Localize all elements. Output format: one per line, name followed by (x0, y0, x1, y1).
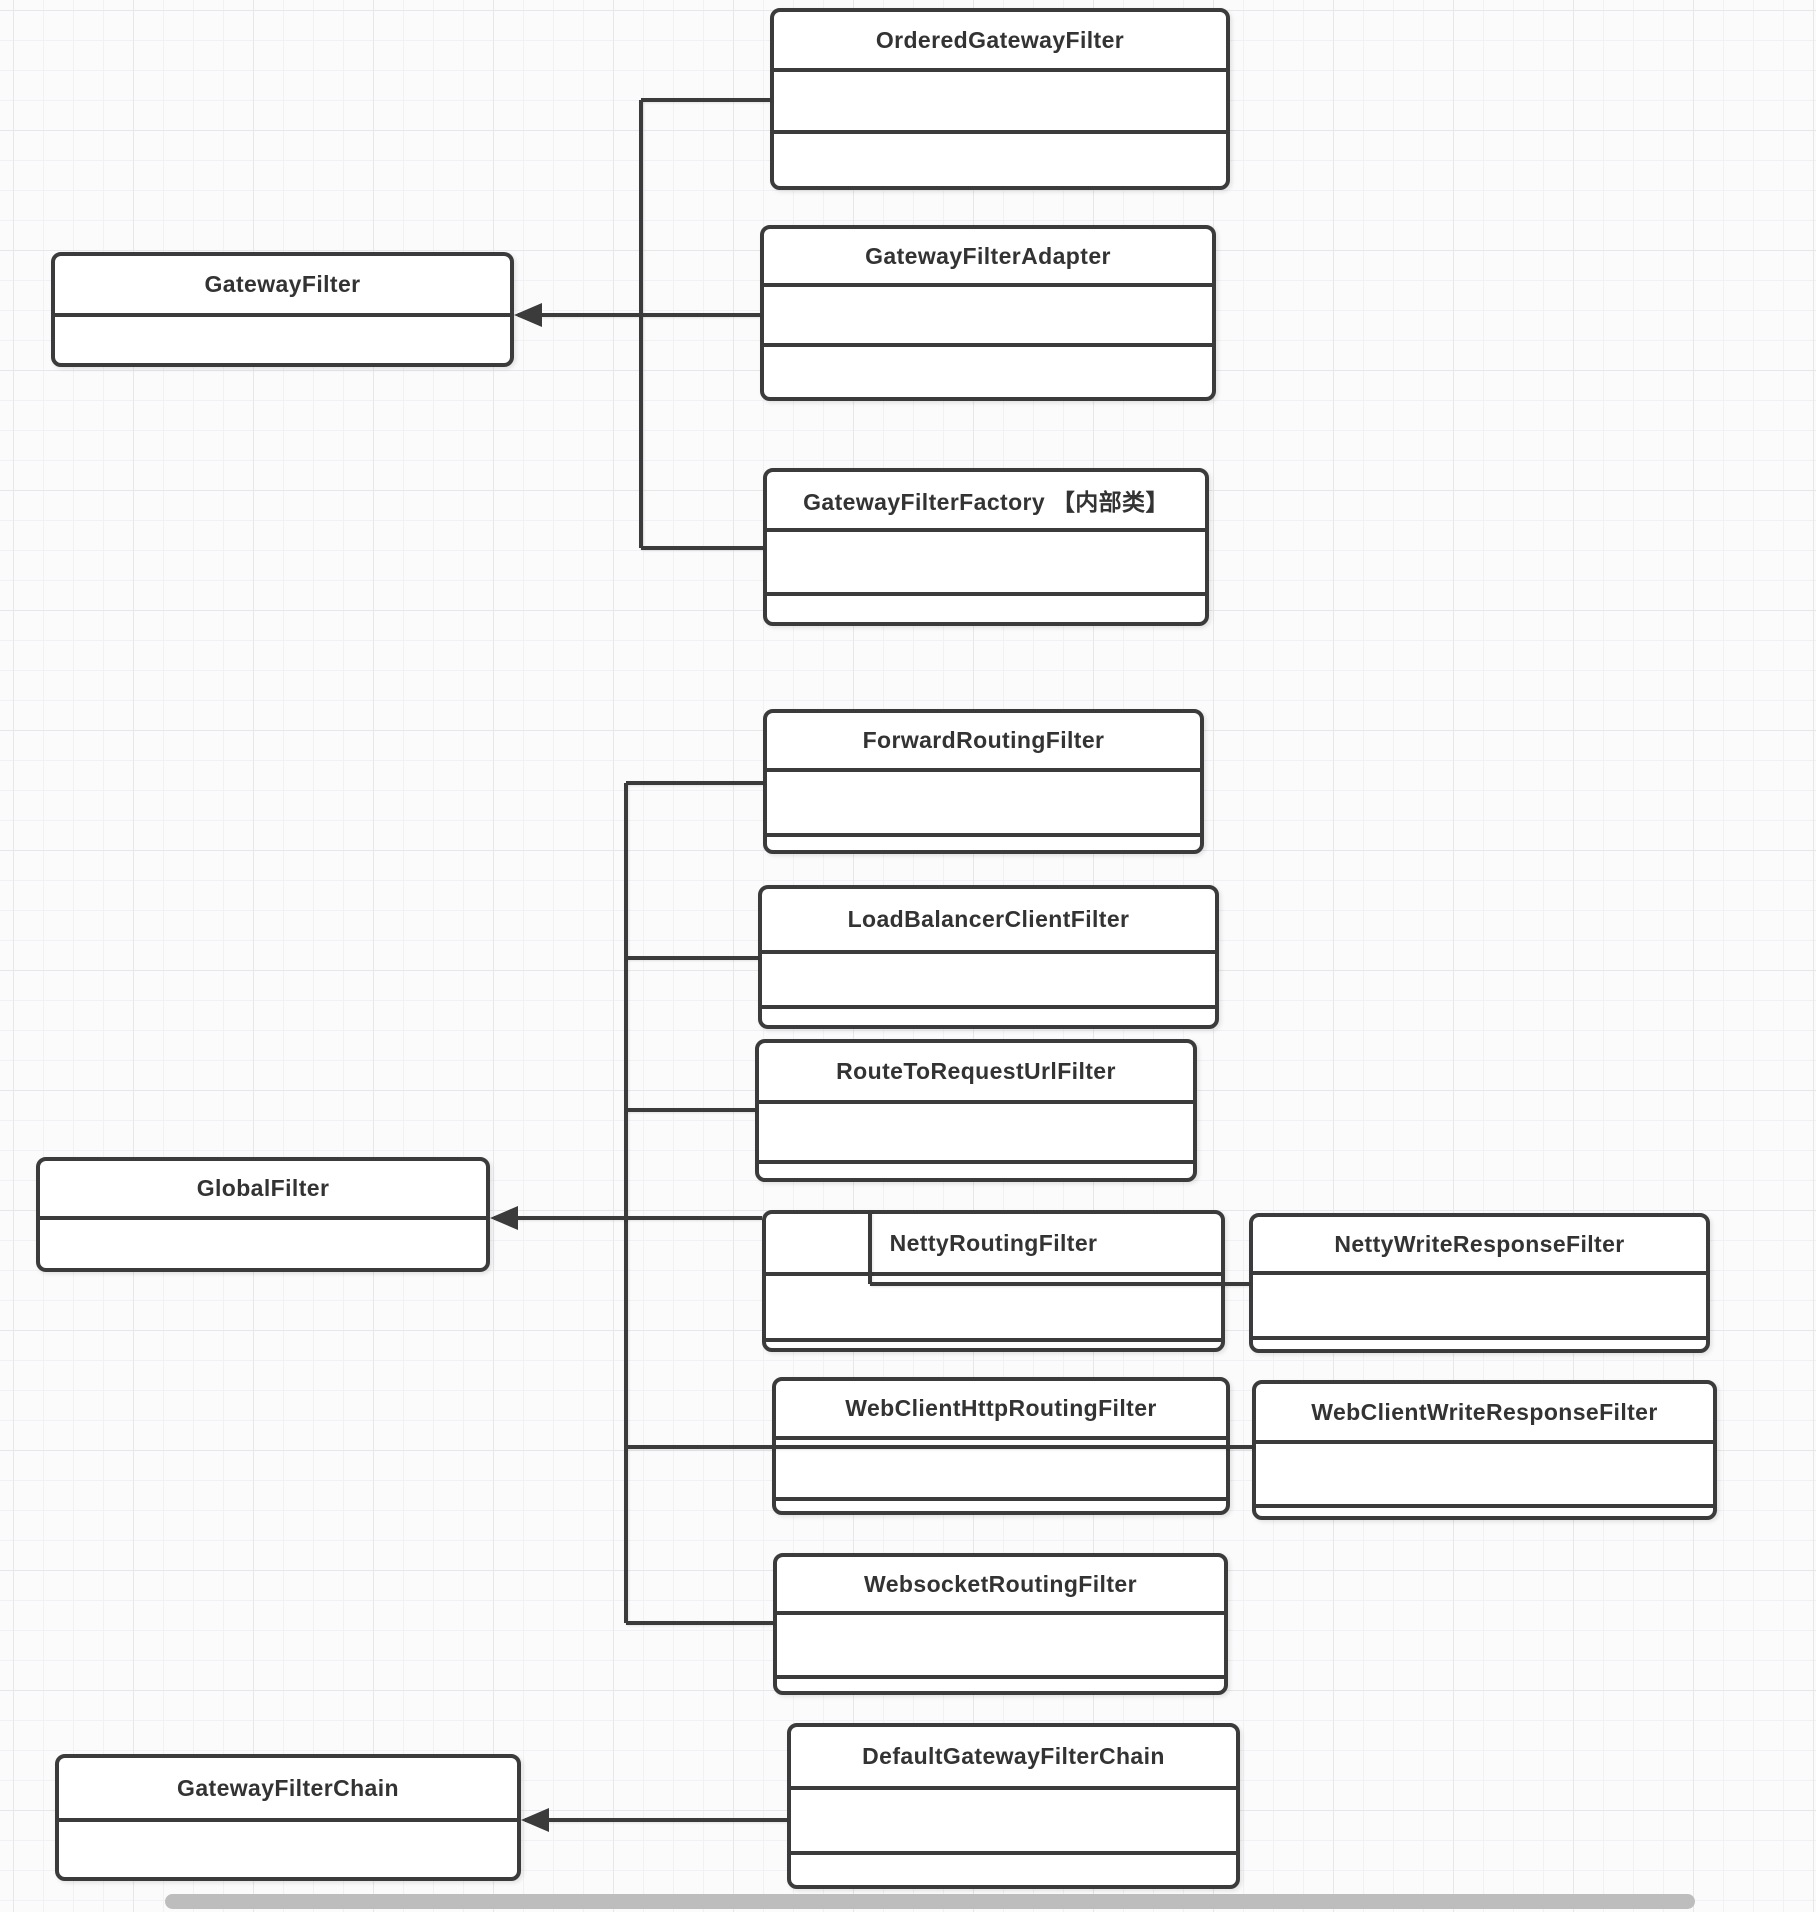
edge-arrow-to-globalfilter (494, 1216, 762, 1220)
edge-bracket-globalfilter-children (624, 783, 628, 1623)
compartment-divider (774, 68, 1226, 72)
compartment-divider (762, 1005, 1215, 1009)
class-box-gateway-filter[interactable]: GatewayFilter (51, 252, 514, 367)
class-box-netty-write-response-filter[interactable]: NettyWriteResponseFilter (1249, 1213, 1710, 1353)
edge-bracket-globalfilter-children (626, 1621, 773, 1625)
class-title-ordered-gateway-filter: OrderedGatewayFilter (875, 26, 1125, 53)
class-title-gateway-filter-chain: GatewayFilterChain (177, 1774, 399, 1801)
edge-bracket-gatewayfilter-children (639, 100, 643, 548)
compartment-divider (762, 950, 1215, 954)
compartment-divider (777, 1675, 1224, 1679)
compartment-divider (1256, 1504, 1713, 1508)
compartment-divider (759, 1100, 1193, 1104)
compartment-divider (767, 833, 1200, 837)
compartment-divider (776, 1436, 1226, 1440)
class-title-gateway-filter: GatewayFilter (204, 271, 361, 297)
class-title-route-to-request-url-filter: RouteToRequestUrlFilter (836, 1058, 1116, 1084)
edge-bracket-gatewayfilter-children (641, 546, 763, 550)
class-title-netty-write-response-filter: NettyWriteResponseFilter (1334, 1230, 1625, 1257)
class-box-global-filter[interactable]: GlobalFilter (36, 1157, 490, 1272)
compartment-divider (767, 592, 1205, 596)
compartment-divider (767, 528, 1205, 532)
compartment-divider (40, 1216, 486, 1220)
class-box-forward-routing-filter[interactable]: ForwardRoutingFilter (763, 709, 1204, 854)
edge-branch-loadbalancerclientfilter (626, 956, 758, 960)
edge-branch-webclienthttp-link-webclientwrite (626, 1445, 1252, 1449)
compartment-divider (774, 130, 1226, 134)
class-title-default-gateway-filter-chain: DefaultGatewayFilterChain (862, 1743, 1165, 1769)
edge-bracket-globalfilter-children (626, 781, 763, 785)
class-title-gateway-filter-factory: GatewayFilterFactory 【内部类】 (803, 489, 1169, 515)
compartment-divider (767, 768, 1200, 772)
compartment-divider (59, 1818, 517, 1822)
class-box-netty-routing-filter[interactable]: NettyRoutingFilter (762, 1210, 1225, 1352)
compartment-divider (55, 313, 510, 317)
edge-arrow-defaultchain-to-gatewayfilterchain (525, 1818, 787, 1822)
class-title-websocket-routing-filter: WebsocketRoutingFilter (864, 1570, 1137, 1597)
compartment-divider (766, 1272, 1221, 1276)
class-title-load-balancer-client-filter: LoadBalancerClientFilter (847, 906, 1130, 932)
compartment-divider (777, 1611, 1224, 1615)
edge-link-nettyrouting-to-nettywrite (870, 1282, 1249, 1286)
compartment-divider (764, 283, 1212, 287)
class-box-route-to-request-url-filter[interactable]: RouteToRequestUrlFilter (755, 1039, 1197, 1182)
inheritance-arrowhead-arrow-to-gatewayfilter (514, 303, 542, 327)
compartment-divider (1253, 1336, 1706, 1340)
class-box-ordered-gateway-filter[interactable]: OrderedGatewayFilter (770, 8, 1230, 190)
edge-bracket-gatewayfilter-children (641, 98, 770, 102)
compartment-divider (791, 1786, 1236, 1790)
inheritance-arrowhead-arrow-defaultchain-to-gatewayfilterchain (521, 1808, 549, 1832)
edge-branch-routetorequesturlfilter (626, 1108, 755, 1112)
class-title-web-client-http-routing-filter: WebClientHttpRoutingFilter (845, 1395, 1157, 1421)
horizontal-scrollbar[interactable] (165, 1894, 1695, 1909)
compartment-divider (1256, 1440, 1713, 1444)
class-title-web-client-write-response-filter: WebClientWriteResponseFilter (1311, 1398, 1658, 1425)
compartment-divider (759, 1160, 1193, 1164)
class-box-default-gateway-filter-chain[interactable]: DefaultGatewayFilterChain (787, 1723, 1240, 1889)
edge-arrow-to-gatewayfilter (518, 313, 760, 317)
class-title-gateway-filter-adapter: GatewayFilterAdapter (865, 242, 1111, 269)
class-title-global-filter: GlobalFilter (196, 1175, 330, 1201)
compartment-divider (764, 343, 1212, 347)
class-title-forward-routing-filter: ForwardRoutingFilter (862, 727, 1105, 753)
compartment-divider (766, 1338, 1221, 1342)
class-box-load-balancer-client-filter[interactable]: LoadBalancerClientFilter (758, 885, 1219, 1029)
class-box-gateway-filter-factory[interactable]: GatewayFilterFactory 【内部类】 (763, 468, 1209, 626)
class-box-gateway-filter-adapter[interactable]: GatewayFilterAdapter (760, 225, 1216, 401)
class-box-gateway-filter-chain[interactable]: GatewayFilterChain (55, 1754, 521, 1881)
class-box-web-client-write-response-filter[interactable]: WebClientWriteResponseFilter (1252, 1380, 1717, 1520)
compartment-divider (1253, 1271, 1706, 1275)
inheritance-arrowhead-arrow-to-globalfilter (490, 1206, 518, 1230)
class-box-websocket-routing-filter[interactable]: WebsocketRoutingFilter (773, 1553, 1228, 1695)
edge-link-nettyrouting-to-nettywrite (868, 1210, 872, 1284)
compartment-divider (791, 1851, 1236, 1855)
compartment-divider (776, 1497, 1226, 1501)
class-title-netty-routing-filter: NettyRoutingFilter (889, 1229, 1098, 1256)
